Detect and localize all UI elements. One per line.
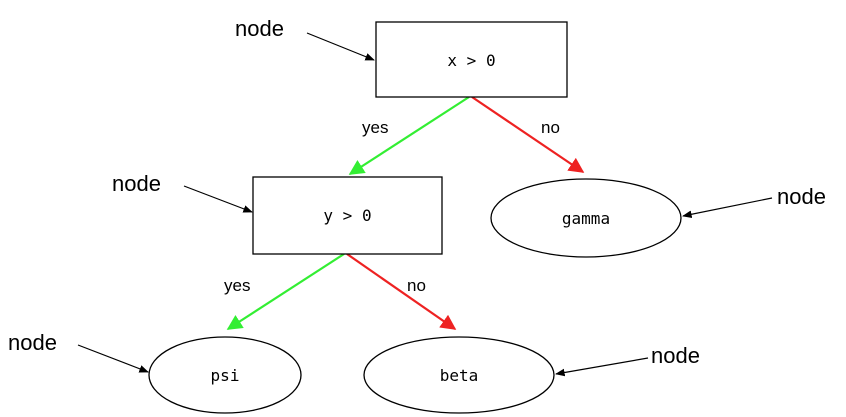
callout-gamma-label: node bbox=[777, 184, 826, 209]
edge-label-root-yes: yes bbox=[362, 118, 388, 137]
callout-inner-label: node bbox=[112, 171, 161, 196]
edge-label-root-no: no bbox=[541, 118, 560, 137]
node-psi: psi bbox=[148, 336, 302, 414]
edge-root-yes bbox=[348, 96, 470, 175]
callout-root-label: node bbox=[235, 16, 284, 41]
node-inner-label: y > 0 bbox=[323, 206, 371, 225]
node-beta-label: beta bbox=[440, 366, 479, 385]
node-root: x > 0 bbox=[375, 21, 568, 98]
node-psi-label: psi bbox=[211, 366, 240, 385]
node-gamma-label: gamma bbox=[562, 209, 610, 228]
node-beta-ellipse bbox=[363, 336, 555, 414]
callout-beta-label: node bbox=[651, 343, 700, 368]
node-inner-box bbox=[252, 176, 443, 255]
node-root-box bbox=[375, 21, 568, 98]
node-psi-ellipse bbox=[148, 336, 302, 414]
edge-label-inner-no: no bbox=[407, 276, 426, 295]
node-gamma-ellipse bbox=[490, 178, 682, 258]
edge-labels: yes no yes no bbox=[224, 118, 560, 295]
edge-inner-no bbox=[346, 253, 457, 330]
edges bbox=[226, 96, 585, 330]
node-beta: beta bbox=[363, 336, 555, 414]
node-inner: y > 0 bbox=[252, 176, 443, 255]
node-root-label: x > 0 bbox=[447, 51, 495, 70]
edge-label-inner-yes: yes bbox=[224, 276, 250, 295]
callout-gamma-pointer bbox=[682, 197, 773, 219]
callout-psi-label: node bbox=[8, 330, 57, 355]
callout-inner-pointer bbox=[183, 185, 253, 213]
callout-psi-pointer bbox=[77, 344, 149, 373]
callout-root-pointer bbox=[306, 32, 375, 61]
edge-root-no bbox=[471, 96, 585, 173]
callouts: node node node node node bbox=[8, 16, 826, 377]
node-gamma: gamma bbox=[490, 178, 682, 258]
edge-inner-yes bbox=[226, 253, 345, 330]
callout-beta-pointer bbox=[555, 357, 649, 377]
